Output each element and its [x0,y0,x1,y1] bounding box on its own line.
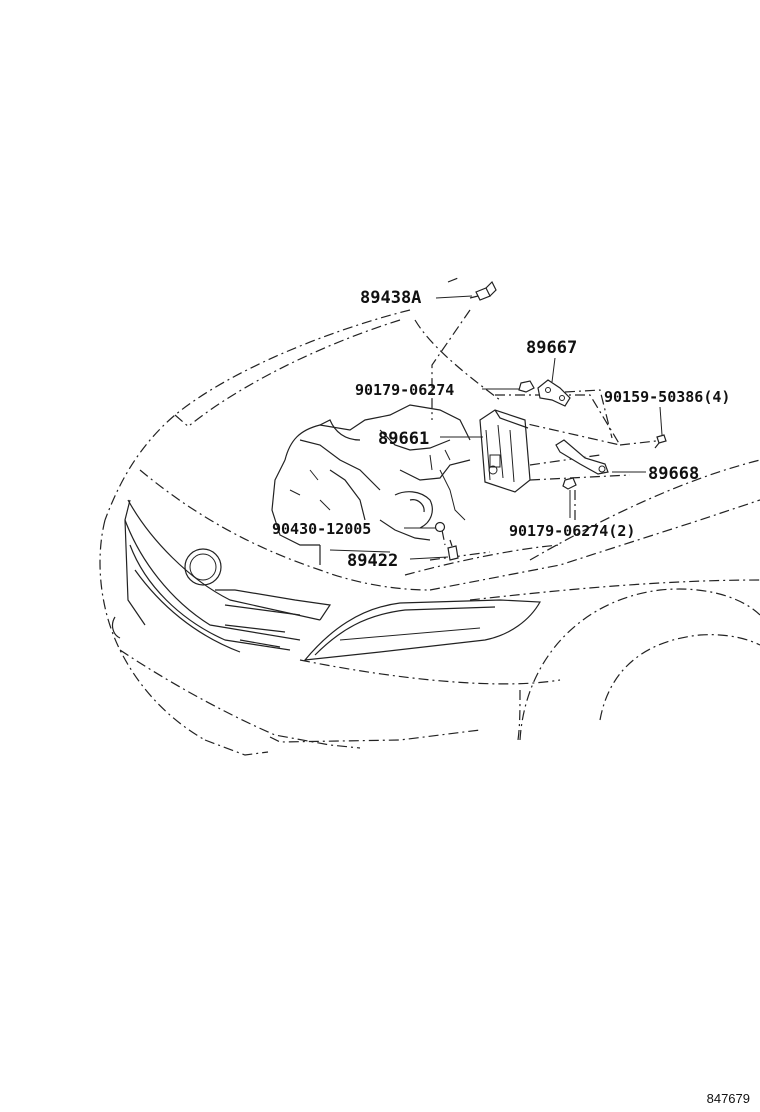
sensor-89438a[interactable] [469,280,497,301]
label-90179-upper[interactable]: 90179-06274 [355,381,454,399]
nut-90179-upper[interactable] [518,380,535,393]
reference-number: 847679 [706,1091,750,1106]
label-89422[interactable]: 89422 [347,551,398,571]
label-89661[interactable]: 89661 [378,429,429,449]
label-89667[interactable]: 89667 [526,338,577,358]
bracket-89668[interactable] [555,439,609,475]
label-90430[interactable]: 90430-12005 [272,520,371,538]
label-89438a[interactable]: 89438A [360,288,421,308]
grille [124,499,332,653]
label-90159[interactable]: 90159-50386(4) [604,388,730,406]
leader-lines [404,295,663,560]
gasket-90430[interactable] [434,521,446,533]
headlamp [303,599,541,661]
bracket-89667[interactable] [537,379,571,407]
nut-90179-lower[interactable] [562,477,577,490]
car-body-outline [99,309,760,756]
sensor-89422[interactable] [447,539,459,561]
bolt-90159[interactable] [654,434,667,449]
ecu-89661[interactable] [479,409,531,493]
part-labels: 89438A 89667 90179-06274 90159-50386(4) … [272,288,730,571]
label-90179-lower[interactable]: 90179-06274(2) [509,522,635,540]
engine-block [271,404,471,565]
label-89668[interactable]: 89668 [648,464,699,484]
installation-guides [404,277,666,576]
